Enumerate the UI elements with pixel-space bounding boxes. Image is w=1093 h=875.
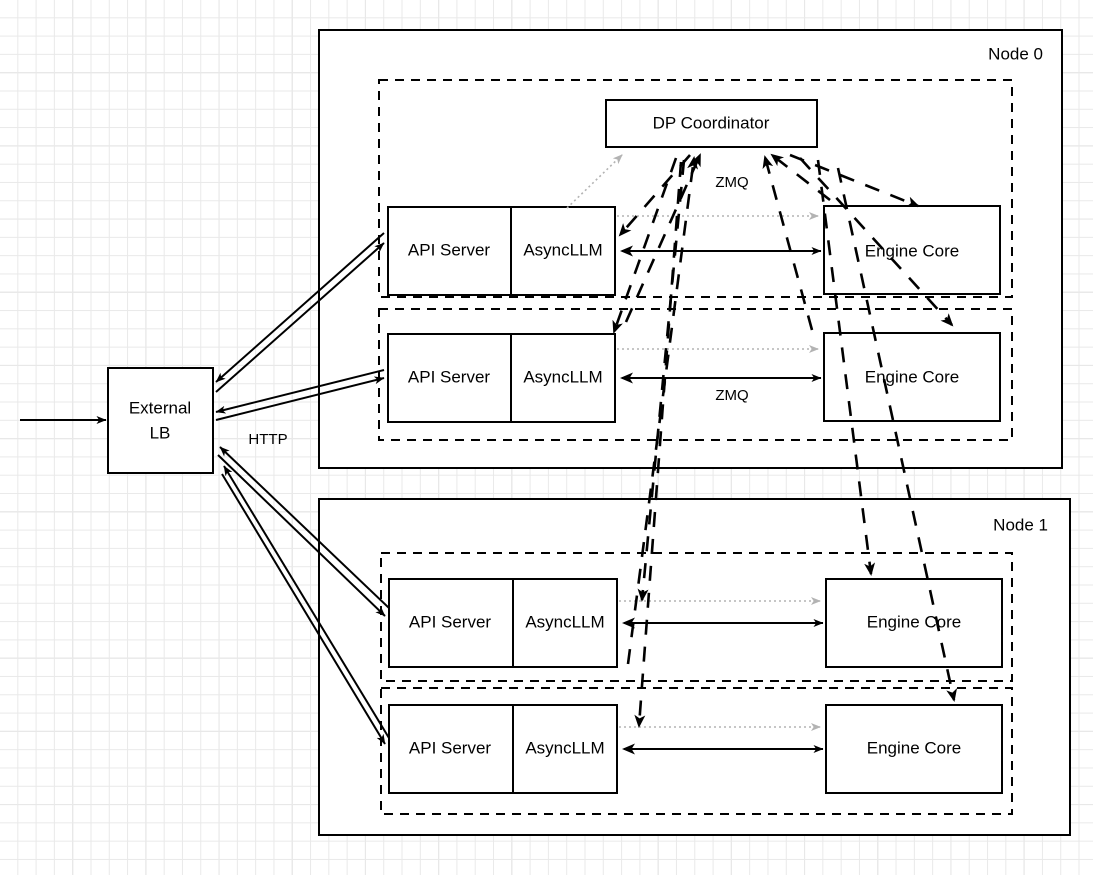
external-lb-label-line1: External bbox=[129, 398, 191, 417]
node-1-rank-1-apiserver-label: API Server bbox=[409, 738, 492, 757]
coord-edge-coordinator-to-node0-rank0 bbox=[618, 154, 691, 237]
coord-edge-coordinator-to-node0-rank1 bbox=[612, 157, 678, 334]
node-0-title: Node 0 bbox=[988, 44, 1043, 63]
node-0-rank-1-apiserver-label: API Server bbox=[408, 367, 491, 386]
node-1-rank-1-enginecore-box[interactable] bbox=[825, 704, 1003, 794]
dp-coordinator-box[interactable] bbox=[605, 99, 818, 148]
node-1-rank-1-group bbox=[380, 687, 1013, 815]
coord-edge-coordinator-to-node1-rank1 bbox=[634, 161, 683, 728]
node-1-rank-1-enginecore-label: Engine Core bbox=[867, 738, 962, 757]
node-0-rank-1-apiserver-box[interactable] bbox=[387, 333, 616, 423]
external-lb-label-line2: LB bbox=[150, 423, 171, 442]
node-1-rank-0-group bbox=[380, 552, 1013, 682]
node-0-rank-1-enginecore-box[interactable] bbox=[823, 332, 1001, 422]
node-0-rank-0-apiserver-box[interactable] bbox=[387, 206, 616, 296]
coord-edge-node0-rank1-engine-up bbox=[762, 155, 814, 331]
node-1-rank-0-enginecore-label: Engine Core bbox=[867, 612, 962, 631]
http-edge-node0-rank1-to-lb bbox=[215, 369, 385, 414]
node-0-rank-1-enginecore-label: Engine Core bbox=[865, 367, 960, 386]
node-1-rank-0-apiserver-label: API Server bbox=[409, 612, 492, 631]
coord-edge-coordinator-to-node0-rank0-engine bbox=[789, 153, 920, 208]
external-lb-box[interactable] bbox=[107, 367, 214, 474]
node-0-rank-0-apiserver-label: API Server bbox=[408, 240, 491, 259]
node-1-rank-1-asyncllm-label: AsyncLLM bbox=[525, 738, 604, 757]
node-0-rank-0-group bbox=[378, 79, 1013, 298]
node-1-rank-1-apiserver-box[interactable] bbox=[388, 704, 618, 794]
node-0-rank-0-enginecore-label: Engine Core bbox=[865, 241, 960, 260]
node-0-rank-1-asyncllm-label: AsyncLLM bbox=[523, 367, 602, 386]
coord-edge-coordinator-to-node0-rank1-engine bbox=[799, 157, 954, 327]
http-edge-lb-to-node1-rank0 bbox=[217, 454, 386, 617]
node-1-rank-0-asyncllm-label: AsyncLLM bbox=[525, 612, 604, 631]
coord-edge-node0-rank0-up bbox=[624, 153, 702, 323]
http-edge-node1-rank0-to-lb bbox=[219, 446, 390, 609]
http-edge-node1-rank1-to-lb bbox=[223, 465, 390, 739]
http-label: HTTP bbox=[248, 431, 287, 448]
http-edge-lb-to-node0-rank0 bbox=[215, 242, 385, 393]
zmq-label-coordinator: ZMQ bbox=[715, 174, 748, 191]
http-edge-node0-rank0-to-lb bbox=[215, 232, 385, 383]
node-1-title: Node 1 bbox=[993, 515, 1048, 534]
http-edge-lb-to-node0-rank1 bbox=[215, 376, 385, 421]
coord-edge-node0-rank0-engine-up bbox=[770, 153, 831, 202]
coord-edge-coordinator-to-node1-rank1-engine bbox=[836, 167, 958, 702]
node-1-rank-0-apiserver-box[interactable] bbox=[388, 578, 618, 668]
node-0-rank-0-asyncllm-label: AsyncLLM bbox=[523, 240, 602, 259]
node-1-rank-0-enginecore-box[interactable] bbox=[825, 578, 1003, 668]
zmq-label-node0-rank1: ZMQ bbox=[715, 387, 748, 404]
http-edge-lb-to-node1-rank1 bbox=[221, 473, 386, 745]
coord-edge-coordinator-to-node1-rank0 bbox=[637, 159, 686, 602]
dp-coordinator-label: DP Coordinator bbox=[653, 113, 770, 132]
node-0-rank-1-group bbox=[378, 308, 1013, 441]
